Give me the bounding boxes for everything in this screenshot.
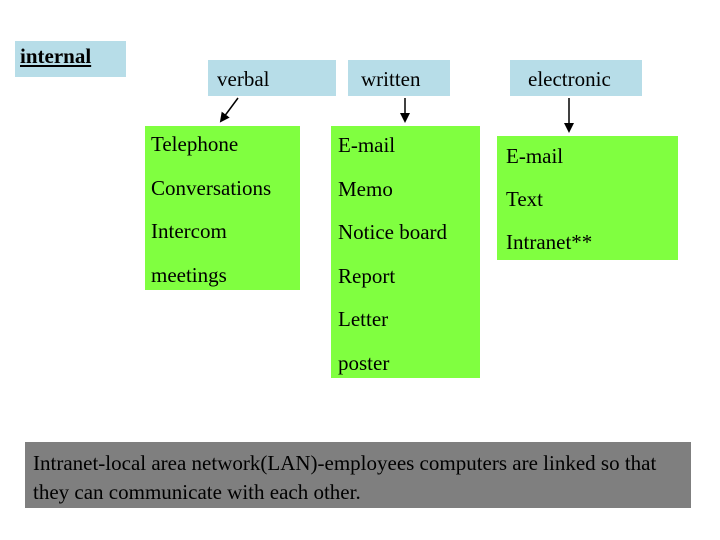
verbal-item: Telephone xyxy=(151,132,239,156)
written-list-box: E-mail Memo Notice board Report Letter p… xyxy=(331,126,480,378)
verbal-header-box: verbal xyxy=(208,60,336,96)
written-item: Notice board xyxy=(338,220,448,245)
written-header: written xyxy=(361,67,421,91)
written-item: poster xyxy=(338,350,390,375)
intranet-note-text: Intranet-local area network(LAN)-employe… xyxy=(33,451,657,505)
electronic-item: Text xyxy=(506,187,544,211)
verbal-list-box: Telephone Conversations Intercom meeting… xyxy=(145,126,300,290)
verbal-item: Conversations xyxy=(151,175,272,200)
verbal-arrow xyxy=(219,97,239,123)
internal-label-box: internal xyxy=(15,41,126,77)
written-item: Report xyxy=(338,263,396,288)
electronic-item: E-mail xyxy=(506,144,564,168)
internal-label: internal xyxy=(20,44,92,68)
written-item: Letter xyxy=(338,307,389,332)
verbal-item: meetings xyxy=(151,262,227,287)
electronic-header-box: electronic xyxy=(510,60,642,96)
written-item: E-mail xyxy=(338,133,396,157)
written-item: Memo xyxy=(338,176,393,201)
electronic-list-box: E-mail Text Intranet** xyxy=(497,136,678,260)
electronic-item: Intranet** xyxy=(506,230,593,254)
written-header-box: written xyxy=(348,60,450,96)
intranet-note: Intranet-local area network(LAN)-employe… xyxy=(25,442,691,508)
verbal-item: Intercom xyxy=(151,219,227,243)
electronic-header: electronic xyxy=(528,67,611,91)
verbal-header: verbal xyxy=(217,67,270,91)
